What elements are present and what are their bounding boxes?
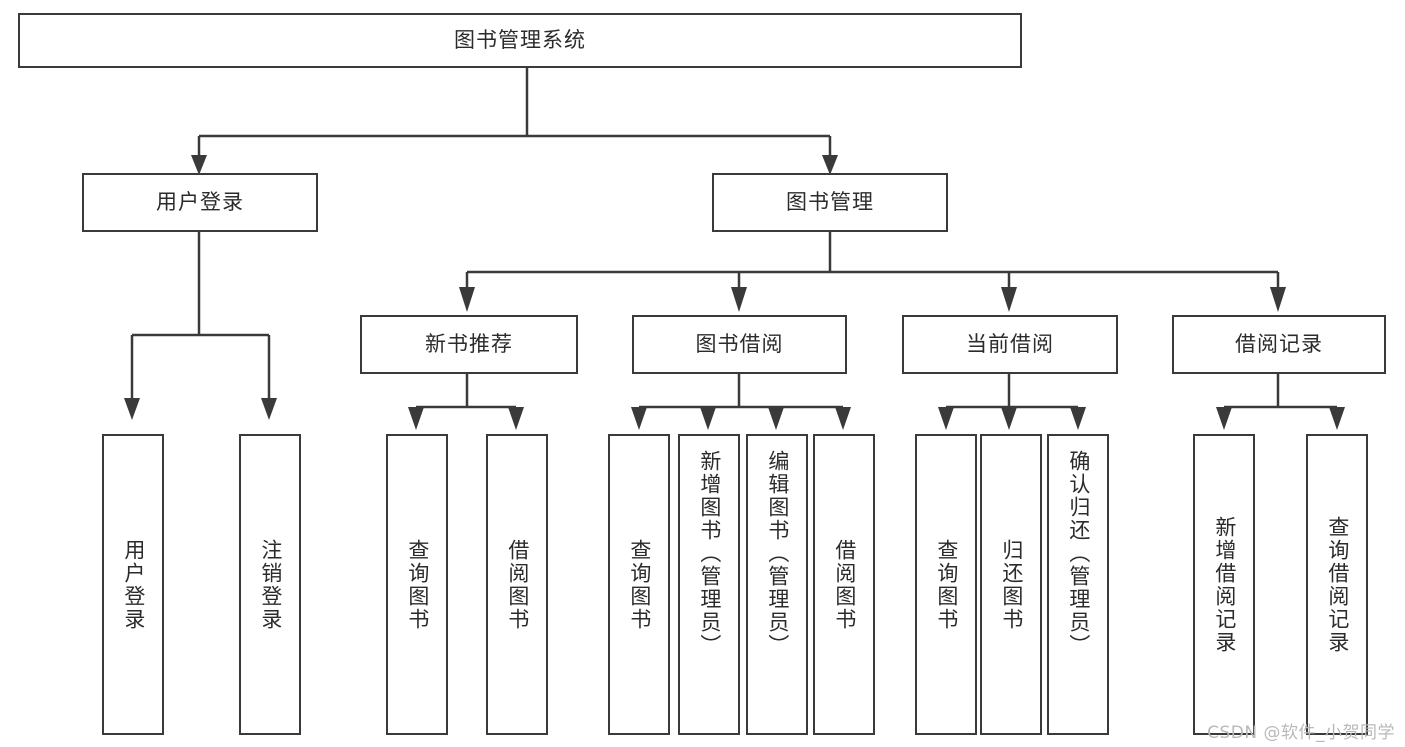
node-leaf-cur-confirm[interactable]: 确认归还（管理员） (1047, 434, 1109, 735)
node-borrow-record[interactable]: 借阅记录 (1172, 315, 1386, 374)
node-borrow-record-label: 借阅记录 (1235, 331, 1323, 356)
node-leaf-borrow-lend-label: 借阅图书 (832, 538, 857, 631)
arrow-root-to-book-manage (822, 155, 838, 175)
arrow-borrow-edit (768, 407, 784, 430)
node-leaf-cur-return-label: 归还图书 (999, 538, 1024, 631)
node-leaf-cur-query-label: 查询图书 (934, 538, 959, 631)
arrow-record-query (1329, 407, 1345, 430)
node-book-borrow-label: 图书借阅 (695, 331, 784, 356)
node-leaf-user-login-label: 用户登录 (121, 538, 146, 631)
arrow-borrow-query (631, 407, 647, 430)
node-leaf-cur-confirm-label: 确认归还（管理员） (1066, 450, 1091, 657)
arrow-current-query (938, 407, 954, 430)
node-leaf-borrow-edit[interactable]: 编辑图书（管理员） (746, 434, 808, 735)
arrow-bm-to-book-borrow (731, 287, 747, 312)
node-leaf-borrow-lend[interactable]: 借阅图书 (813, 434, 875, 735)
node-leaf-record-add-label: 新增借阅记录 (1212, 515, 1237, 654)
node-leaf-cur-query[interactable]: 查询图书 (915, 434, 977, 735)
node-new-book-rec-label: 新书推荐 (425, 331, 513, 356)
arrow-borrow-lend (835, 407, 851, 430)
arrow-root-to-user-login (191, 155, 207, 175)
arrow-current-return (1001, 407, 1017, 430)
arrow-rec-borrow (508, 407, 524, 430)
arrow-rec-query (408, 407, 424, 430)
node-root[interactable]: 图书管理系统 (18, 13, 1022, 68)
node-leaf-borrow-add-label: 新增图书（管理员） (697, 450, 722, 657)
node-user-login[interactable]: 用户登录 (82, 173, 318, 232)
arrow-current-confirm (1070, 407, 1086, 430)
node-current-borrow[interactable]: 当前借阅 (902, 315, 1118, 374)
node-current-borrow-label: 当前借阅 (966, 331, 1054, 356)
node-book-manage-label: 图书管理 (786, 189, 874, 214)
node-leaf-rec-borrow-label: 借阅图书 (505, 538, 530, 631)
arrow-borrow-add (700, 407, 716, 430)
arrow-bm-to-borrow-record (1270, 287, 1286, 312)
node-user-login-label: 用户登录 (156, 189, 244, 214)
node-leaf-borrow-edit-label: 编辑图书（管理员） (765, 450, 790, 657)
node-leaf-borrow-query[interactable]: 查询图书 (608, 434, 670, 735)
node-book-borrow[interactable]: 图书借阅 (632, 315, 847, 374)
arrow-bm-to-new-book-rec (459, 287, 475, 312)
arrow-user-login-leaf (124, 398, 140, 420)
arrow-bm-to-current-borrow (1001, 287, 1017, 312)
node-leaf-user-logout[interactable]: 注销登录 (239, 434, 301, 735)
arrow-record-add (1216, 407, 1232, 430)
node-leaf-record-add[interactable]: 新增借阅记录 (1193, 434, 1255, 735)
watermark-text: CSDN @软件_小贺同学 (1207, 723, 1395, 743)
node-leaf-rec-query[interactable]: 查询图书 (386, 434, 448, 735)
node-leaf-borrow-query-label: 查询图书 (627, 538, 652, 631)
node-leaf-record-query-label: 查询借阅记录 (1325, 515, 1350, 654)
node-book-manage[interactable]: 图书管理 (712, 173, 948, 232)
node-leaf-record-query[interactable]: 查询借阅记录 (1306, 434, 1368, 735)
node-new-book-rec[interactable]: 新书推荐 (360, 315, 578, 374)
node-leaf-borrow-add[interactable]: 新增图书（管理员） (678, 434, 740, 735)
node-leaf-rec-borrow[interactable]: 借阅图书 (486, 434, 548, 735)
node-leaf-cur-return[interactable]: 归还图书 (980, 434, 1042, 735)
arrow-user-logout-leaf (261, 398, 277, 420)
node-leaf-user-logout-label: 注销登录 (258, 538, 283, 631)
node-leaf-user-login[interactable]: 用户登录 (102, 434, 164, 735)
node-root-label: 图书管理系统 (454, 27, 586, 52)
node-leaf-rec-query-label: 查询图书 (405, 538, 430, 631)
